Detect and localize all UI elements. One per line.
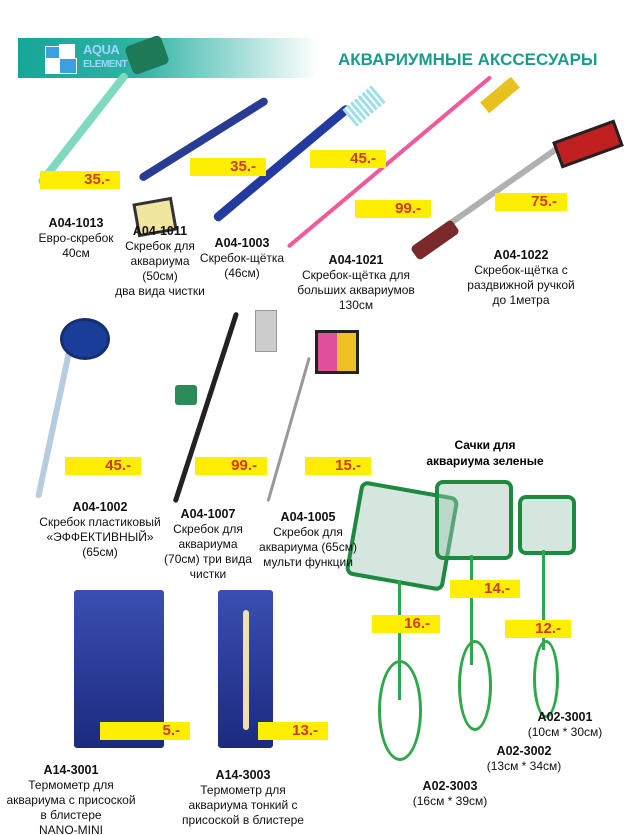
scraper-package-image [255,310,277,352]
price-tag: 16.- [372,615,440,633]
price-tag: 12.- [505,620,571,638]
net-loop [458,640,492,731]
scraper-heads-image [175,385,197,405]
product-label: A02-3001(10см * 30см) [527,710,603,739]
price-tag: 75.- [495,193,567,211]
price-tag: 35.- [40,171,120,189]
price-tag: 45.- [65,457,141,475]
net-handle [542,550,545,650]
sponge-disc-image [60,318,110,360]
multi-scraper-head-image [315,330,359,374]
price-tag: 14.- [450,580,520,598]
scraper-image-a04-1013 [36,71,130,187]
price-tag: 13.- [258,722,328,740]
price-tag: 99.- [195,457,267,475]
net-handle [398,580,401,700]
aqua-element-logo: AQUA ELEMENT [45,42,135,74]
logo-text-aqua: AQUA [83,42,120,57]
thermometer-image [243,610,249,730]
price-tag: 5.- [100,722,190,740]
logo-text-element: ELEMENT [83,59,128,70]
thermometer-package-a14-3001 [74,590,164,748]
brush-head-image [342,85,386,127]
net-image-a02-3002 [435,480,513,560]
product-label: A02-3002(13см * 34см) [486,744,562,773]
page-title: АКВАРИУМНЫЕ АКССЕСУАРЫ [338,50,598,69]
net-loop [378,660,422,761]
price-tag: 35.- [190,158,266,176]
net-loop [533,640,559,718]
product-label: A02-3003(16см * 39см) [412,779,488,808]
net-handle [470,555,473,665]
price-tag: 15.- [305,457,371,475]
scraper-handle-image [409,219,461,261]
scraper-blade-image [552,119,624,169]
price-tag: 99.- [355,200,431,218]
net-image-a02-3001 [518,495,576,555]
scraper-image-a04-1005 [266,356,311,502]
price-tag: 45.- [310,150,386,168]
